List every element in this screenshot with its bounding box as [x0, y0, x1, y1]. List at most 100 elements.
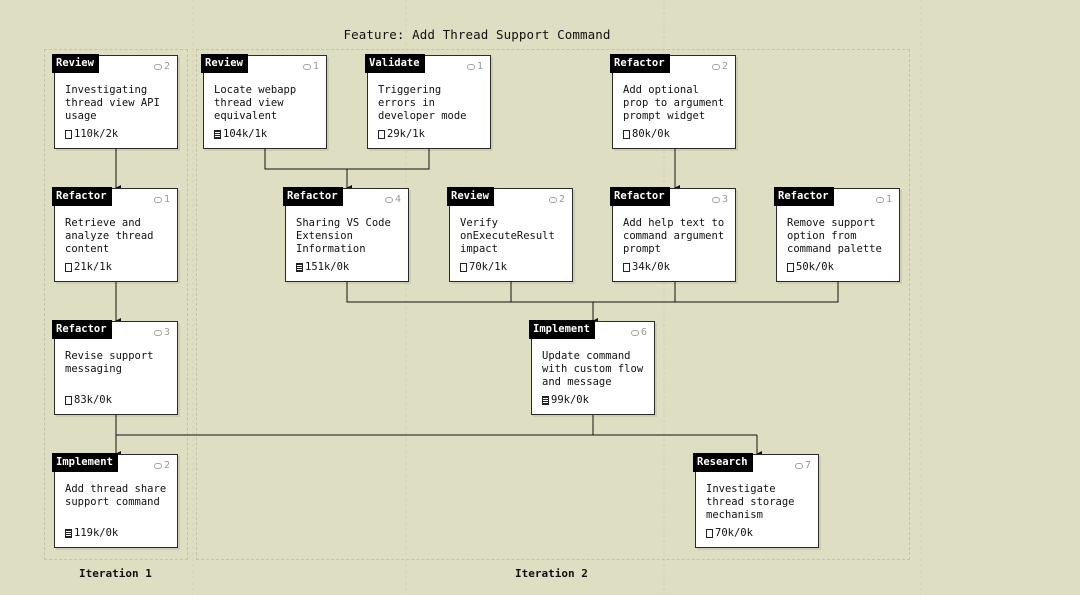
edge-row2-join: [346, 282, 839, 303]
task-type-tag: Validate: [365, 54, 425, 73]
comment-icon: [153, 196, 162, 203]
task-card[interactable]: Review 2 Investigating thread view API u…: [52, 54, 178, 149]
task-title: Add help text to command argument prompt: [623, 217, 725, 255]
task-type-tag: Refactor: [610, 54, 670, 73]
task-type-tag: Implement: [529, 320, 595, 339]
task-type-tag: Research: [693, 453, 753, 472]
task-card[interactable]: Implement 2 Add thread share support com…: [52, 453, 178, 548]
document-icon: [65, 528, 72, 538]
iteration-2-lane: [196, 49, 910, 560]
token-usage: 119k/0k: [65, 527, 118, 539]
comment-icon: [384, 196, 393, 203]
task-type-tag: Implement: [52, 453, 118, 472]
task-title: Investigate thread storage mechanism: [706, 483, 795, 521]
comment-count: 2: [548, 194, 565, 205]
task-card[interactable]: Research 7 Investigate thread storage me…: [693, 453, 819, 548]
document-icon: [706, 528, 713, 538]
token-usage: 21k/1k: [65, 261, 112, 273]
task-card[interactable]: Refactor 4 Sharing VS Code Extension Inf…: [283, 187, 409, 282]
task-title: Remove support option from command palet…: [787, 217, 882, 255]
task-title: Add optional prop to argument prompt wid…: [623, 84, 725, 122]
task-card[interactable]: Refactor 3 Add help text to command argu…: [610, 187, 736, 282]
document-icon: [378, 129, 385, 139]
comment-count: 6: [630, 327, 647, 338]
token-usage: 151k/0k: [296, 261, 349, 273]
comment-icon: [875, 196, 884, 203]
task-card[interactable]: Review 2 Verify onExecuteResult impact 7…: [447, 187, 573, 282]
document-icon: [623, 129, 630, 139]
task-title: Locate webapp thread view equivalent: [214, 84, 297, 122]
comment-icon: [711, 63, 720, 70]
comment-count: 4: [384, 194, 401, 205]
token-usage: 29k/1k: [378, 128, 425, 140]
document-icon: [542, 395, 549, 405]
comment-icon: [153, 462, 162, 469]
token-usage: 80k/0k: [623, 128, 670, 140]
task-card[interactable]: Refactor 3 Revise support messaging 83k/…: [52, 320, 178, 415]
task-card[interactable]: Review 1 Locate webapp thread view equiv…: [201, 54, 327, 149]
document-icon: [460, 262, 467, 272]
document-icon: [214, 129, 221, 139]
document-icon: [623, 262, 630, 272]
comment-count: 1: [153, 194, 170, 205]
task-card[interactable]: Refactor 2 Add optional prop to argument…: [610, 54, 736, 149]
document-icon: [296, 262, 303, 272]
comment-icon: [153, 329, 162, 336]
task-title: Add thread share support command: [65, 483, 167, 508]
token-usage: 99k/0k: [542, 394, 589, 406]
task-type-tag: Refactor: [283, 187, 343, 206]
token-usage: 34k/0k: [623, 261, 670, 273]
task-type-tag: Refactor: [52, 320, 112, 339]
comment-count: 7: [794, 460, 811, 471]
task-title: Revise support messaging: [65, 350, 154, 375]
comment-icon: [153, 63, 162, 70]
comment-count: 2: [711, 61, 728, 72]
iteration-2-label: Iteration 2: [515, 567, 588, 580]
task-type-tag: Review: [201, 54, 248, 73]
comment-count: 3: [153, 327, 170, 338]
comment-count: 1: [466, 61, 483, 72]
diagram-title: Feature: Add Thread Support Command: [343, 27, 611, 42]
comment-icon: [794, 462, 803, 469]
iteration-1-label: Iteration 1: [79, 567, 152, 580]
task-card[interactable]: Implement 6 Update command with custom f…: [529, 320, 655, 415]
token-usage: 104k/1k: [214, 128, 267, 140]
task-type-tag: Review: [52, 54, 99, 73]
iteration-1-lane: [44, 49, 188, 560]
task-title: Triggering errors in developer mode: [378, 84, 467, 122]
comment-count: 1: [302, 61, 319, 72]
comment-icon: [466, 63, 475, 70]
token-usage: 83k/0k: [65, 394, 112, 406]
document-icon: [65, 262, 72, 272]
comment-icon: [630, 329, 639, 336]
comment-count: 3: [711, 194, 728, 205]
task-title: Verify onExecuteResult impact: [460, 217, 555, 255]
comment-count: 2: [153, 61, 170, 72]
token-usage: 70k/1k: [460, 261, 507, 273]
token-usage: 70k/0k: [706, 527, 753, 539]
token-usage: 110k/2k: [65, 128, 118, 140]
task-type-tag: Refactor: [774, 187, 834, 206]
task-title: Sharing VS Code Extension Information: [296, 217, 391, 255]
token-usage: 50k/0k: [787, 261, 834, 273]
edge-c10-merge: [115, 415, 757, 436]
document-icon: [787, 262, 794, 272]
task-type-tag: Review: [447, 187, 494, 206]
task-type-tag: Refactor: [52, 187, 112, 206]
task-card[interactable]: Refactor 1 Remove support option from co…: [774, 187, 900, 282]
task-title: Retrieve and analyze thread content: [65, 217, 154, 255]
comment-count: 2: [153, 460, 170, 471]
document-icon: [65, 395, 72, 405]
task-title: Investigating thread view API usage: [65, 84, 160, 122]
edge-c2-c3-join: [264, 149, 430, 170]
task-card[interactable]: Validate 1 Triggering errors in develope…: [365, 54, 491, 149]
task-title: Update command with custom flow and mess…: [542, 350, 644, 388]
comment-count: 1: [875, 194, 892, 205]
comment-icon: [711, 196, 720, 203]
document-icon: [65, 129, 72, 139]
comment-icon: [302, 63, 311, 70]
comment-icon: [548, 196, 557, 203]
task-card[interactable]: Refactor 1 Retrieve and analyze thread c…: [52, 187, 178, 282]
task-type-tag: Refactor: [610, 187, 670, 206]
